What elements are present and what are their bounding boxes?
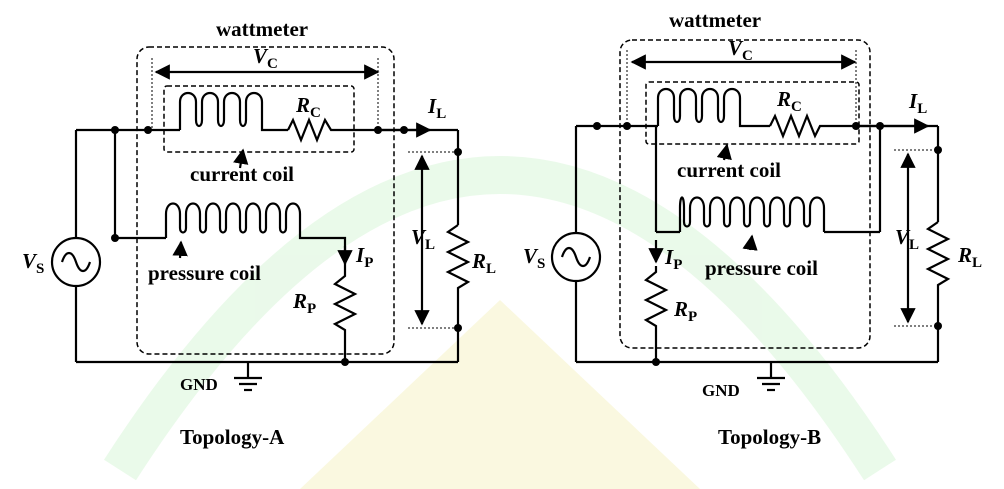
- vs-label-a: VS: [22, 249, 44, 277]
- vs-label-b: VS: [523, 244, 545, 272]
- wattmeter-label-b: wattmeter: [669, 8, 761, 32]
- rl-resistor-b: [925, 221, 951, 362]
- pressure-coil-label-a: pressure coil: [148, 261, 261, 285]
- gnd-label-b: GND: [702, 381, 740, 400]
- current-coil-label-a: current coil: [190, 162, 294, 186]
- rc-label-b: RC: [776, 87, 802, 115]
- rc-label-a: RC: [295, 93, 321, 121]
- topology-b: wattmeter VC VS RC IL current coil press…: [523, 8, 982, 449]
- il-label-a: IL: [427, 94, 446, 122]
- vl-label-a: VL: [411, 225, 435, 253]
- wattmeter-box-b: [619, 39, 871, 349]
- rp-resistor-a: [332, 270, 358, 362]
- current-coil-box-b: [645, 81, 860, 145]
- vc-label-b: VC: [728, 36, 753, 64]
- current-coil-inductor-b: [656, 87, 770, 128]
- current-coil-label-b: current coil: [677, 158, 781, 182]
- rc-resistor-a: [287, 117, 458, 143]
- topology-a: wattmeter VC VS RC IL current coil pres: [22, 17, 496, 449]
- wattmeter-label-a: wattmeter: [216, 17, 308, 41]
- ip-label-a: IP: [355, 243, 373, 271]
- background-watermark: [104, 156, 896, 489]
- rp-label-a: RP: [292, 289, 316, 317]
- rp-resistor-b: [643, 266, 669, 362]
- rp-label-b: RP: [673, 297, 697, 325]
- ip-label-b: IP: [664, 245, 682, 273]
- caption-b: Topology-B: [718, 425, 821, 449]
- caption-a: Topology-A: [180, 425, 285, 449]
- rl-resistor-a: [445, 224, 471, 362]
- pressure-coil-inductor-a: [164, 202, 347, 270]
- rc-resistor-b: [769, 113, 938, 139]
- rl-label-b: RL: [957, 243, 982, 271]
- gnd-label-a: GND: [180, 375, 218, 394]
- current-coil-box-a: [163, 85, 355, 153]
- vc-label-a: VC: [253, 44, 278, 72]
- pressure-coil-label-b: pressure coil: [705, 256, 818, 280]
- wattmeter-box-a: [136, 46, 395, 355]
- rl-label-a: RL: [471, 249, 496, 277]
- pressure-coil-inductor-b: [678, 196, 826, 232]
- current-coil-inductor-a: [178, 91, 288, 132]
- vl-label-b: VL: [895, 225, 919, 253]
- il-label-b: IL: [908, 89, 927, 117]
